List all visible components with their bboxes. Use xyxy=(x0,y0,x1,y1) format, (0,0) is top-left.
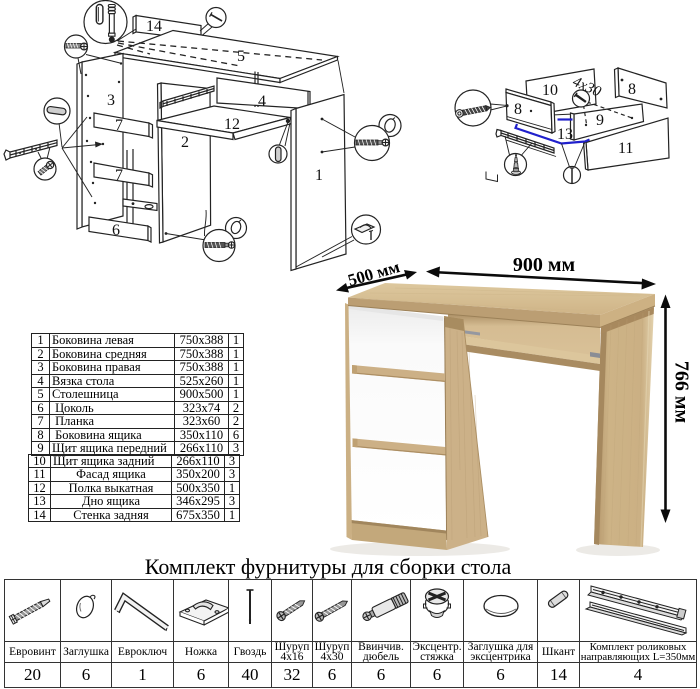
svg-text:6: 6 xyxy=(112,222,120,239)
svg-text:1: 1 xyxy=(315,167,323,184)
svg-text:9: 9 xyxy=(596,112,604,129)
svg-text:900 мм: 900 мм xyxy=(513,254,575,276)
svg-text:2: 2 xyxy=(181,134,189,151)
svg-text:13: 13 xyxy=(557,126,573,143)
svg-text:766 мм: 766 мм xyxy=(671,361,693,423)
svg-text:3: 3 xyxy=(107,92,115,109)
svg-text:7: 7 xyxy=(115,167,123,184)
svg-text:11: 11 xyxy=(618,140,633,157)
svg-text:5: 5 xyxy=(237,48,245,65)
svg-text:8: 8 xyxy=(514,101,522,118)
svg-text:8: 8 xyxy=(628,81,636,98)
svg-text:4: 4 xyxy=(258,93,266,110)
svg-text:7: 7 xyxy=(115,117,123,134)
svg-text:14: 14 xyxy=(146,18,162,35)
svg-text:10: 10 xyxy=(542,82,558,99)
svg-text:12: 12 xyxy=(224,116,240,133)
